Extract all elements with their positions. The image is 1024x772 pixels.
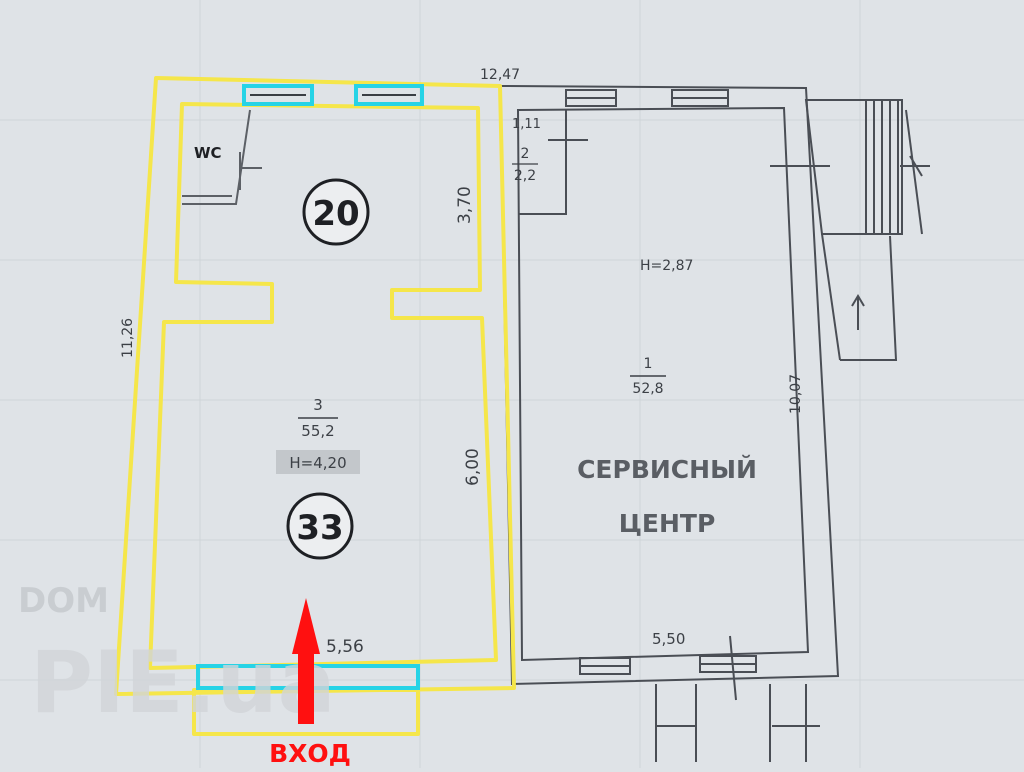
room3-height: H=4,20: [289, 454, 346, 472]
room1-number: 1: [644, 356, 653, 372]
dim-room1-height: 10,07: [788, 374, 804, 414]
watermark-line1: DOM: [18, 581, 109, 621]
room1-height: H=2,87: [640, 258, 693, 274]
room3-height-box: [276, 450, 360, 474]
service-center-line2: ЦЕНТР: [619, 509, 716, 538]
room3-area: 55,2: [301, 422, 334, 440]
dim-top-width: 12,47: [480, 67, 520, 83]
service-center-line1: СЕРВИСНЫЙ: [577, 455, 757, 484]
room33-badge: 33: [286, 492, 354, 560]
watermark-line2: PIE.ua: [30, 633, 336, 733]
windows: [196, 84, 424, 690]
dim-room1-width: 5,50: [652, 630, 685, 648]
dim-room3-depth: 6,00: [463, 448, 483, 486]
room20-badge-label: 20: [312, 194, 359, 234]
service-center-walls: [498, 84, 930, 762]
dim-room2-width: 1,11: [512, 117, 541, 132]
dim-left-height: 11,26: [120, 318, 136, 358]
dim-room20-depth: 3,70: [455, 186, 475, 224]
room1-area: 52,8: [632, 381, 663, 397]
room33-badge-label: 33: [296, 508, 343, 548]
entrance-arrow-icon: [292, 598, 320, 724]
left-unit-walls: [182, 109, 262, 205]
room20-badge: 20: [302, 178, 370, 246]
wc-label: WC: [194, 144, 222, 162]
room2-area: 2,2: [514, 168, 536, 184]
entrance-label: ВХОД: [269, 739, 351, 768]
room3-number: 3: [313, 396, 323, 414]
room2-number: 2: [521, 146, 530, 162]
dim-room3-width: 5,56: [326, 637, 364, 657]
